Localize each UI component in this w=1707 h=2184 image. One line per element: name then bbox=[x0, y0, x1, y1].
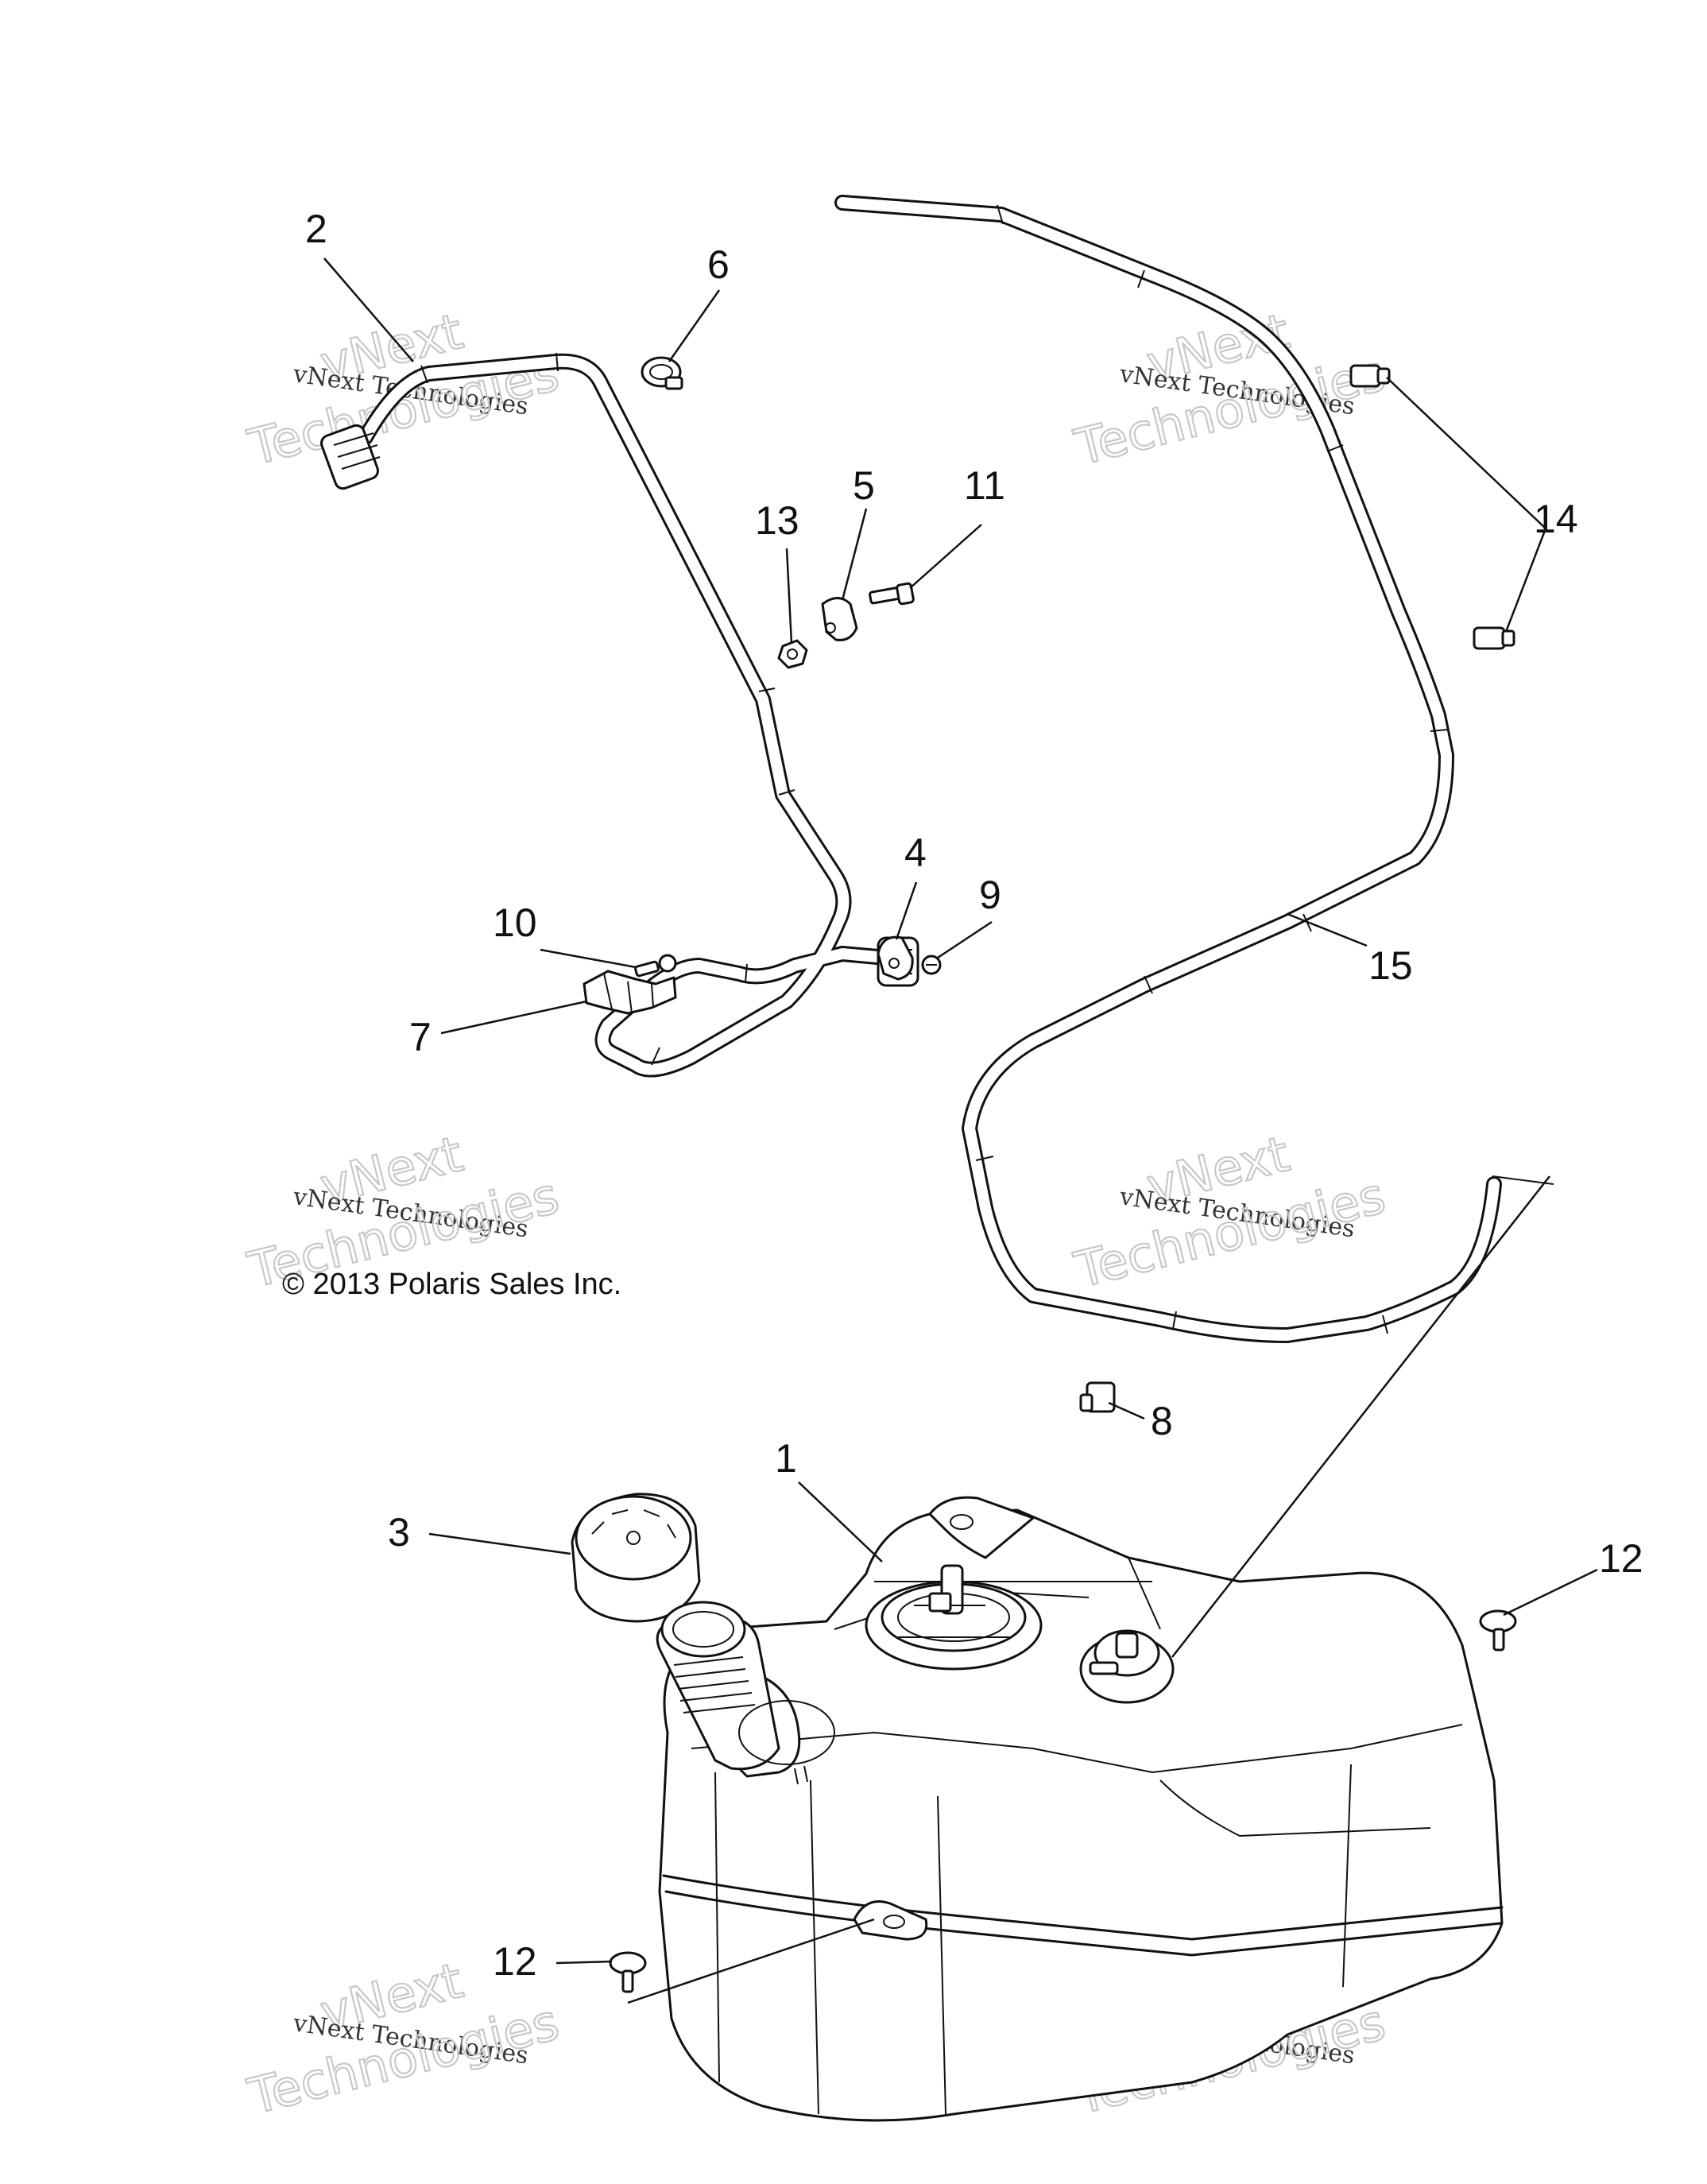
leader-9 bbox=[937, 920, 993, 959]
part-12-screw-left bbox=[609, 1951, 647, 1993]
leader-tank-vent bbox=[1171, 1175, 1550, 1658]
part-15-vent-line bbox=[834, 195, 1502, 1343]
part-1-fuel-tank bbox=[656, 1496, 1504, 2122]
leader-12a bbox=[1503, 1568, 1598, 1617]
part-14-clip-upper bbox=[1349, 364, 1391, 388]
leader-12b bbox=[555, 1960, 613, 1965]
fuel-pump-assembly bbox=[865, 1564, 1043, 1671]
part-5-clip bbox=[821, 597, 858, 641]
callout-12-left: 12 bbox=[493, 1939, 537, 1984]
copyright-notice: © 2013 Polaris Sales Inc. bbox=[282, 1268, 621, 1301]
leader-3 bbox=[428, 1532, 571, 1555]
leader-8 bbox=[1108, 1401, 1145, 1420]
part-9-screw bbox=[921, 955, 942, 975]
callout-9: 9 bbox=[979, 873, 1001, 917]
leader-5 bbox=[841, 508, 868, 601]
callout-6: 6 bbox=[707, 242, 730, 287]
callout-8: 8 bbox=[1151, 1399, 1173, 1443]
callout-1: 1 bbox=[775, 1436, 797, 1481]
callout-labels: 2 6 13 5 11 14 4 9 10 7 15 8 1 3 12 12 bbox=[305, 207, 1643, 1984]
part-2-fuel-line bbox=[320, 352, 919, 1078]
part-8-clip bbox=[1079, 1381, 1116, 1413]
callout-11: 11 bbox=[964, 463, 1005, 508]
rollover-valve bbox=[1079, 1629, 1175, 1704]
callout-5: 5 bbox=[853, 463, 875, 508]
part-4-clip bbox=[877, 935, 914, 981]
part-13-nut bbox=[777, 639, 808, 669]
leader-6 bbox=[668, 289, 721, 362]
callout-14: 14 bbox=[1534, 497, 1578, 541]
watermark-middle-right: vNext vNext Technologies Technologies bbox=[1068, 1124, 1392, 1300]
leader-lines bbox=[323, 258, 1598, 2004]
leader-10 bbox=[540, 948, 637, 969]
part-12-screw-right bbox=[1479, 1609, 1517, 1652]
part-14-clip-lower bbox=[1473, 626, 1515, 650]
connector-left-end bbox=[320, 424, 381, 490]
part-10-screw bbox=[634, 954, 677, 978]
callout-4: 4 bbox=[904, 831, 927, 875]
leader-1 bbox=[798, 1481, 883, 1562]
leader-11 bbox=[909, 524, 982, 589]
leader-tank-tab bbox=[627, 1918, 875, 2004]
leader-13 bbox=[785, 548, 793, 645]
leader-2 bbox=[323, 258, 414, 362]
part-6-hose-clamp bbox=[641, 356, 683, 390]
filler-neck bbox=[656, 1601, 835, 1785]
callout-10: 10 bbox=[493, 900, 537, 945]
part-3-fuel-cap bbox=[571, 1493, 701, 1623]
part-7-bracket bbox=[583, 970, 677, 1015]
part-11-bolt bbox=[869, 582, 915, 606]
callout-15: 15 bbox=[1368, 943, 1413, 988]
leader-14b bbox=[1504, 528, 1547, 633]
callout-7: 7 bbox=[409, 1015, 432, 1059]
callout-13: 13 bbox=[755, 498, 799, 543]
callout-3: 3 bbox=[388, 1510, 410, 1555]
callout-2: 2 bbox=[305, 207, 327, 251]
leader-7 bbox=[440, 1000, 587, 1035]
leader-4 bbox=[895, 881, 918, 940]
leader-15 bbox=[1287, 912, 1368, 947]
callout-12-right: 12 bbox=[1599, 1536, 1643, 1581]
leader-14a bbox=[1386, 377, 1546, 529]
